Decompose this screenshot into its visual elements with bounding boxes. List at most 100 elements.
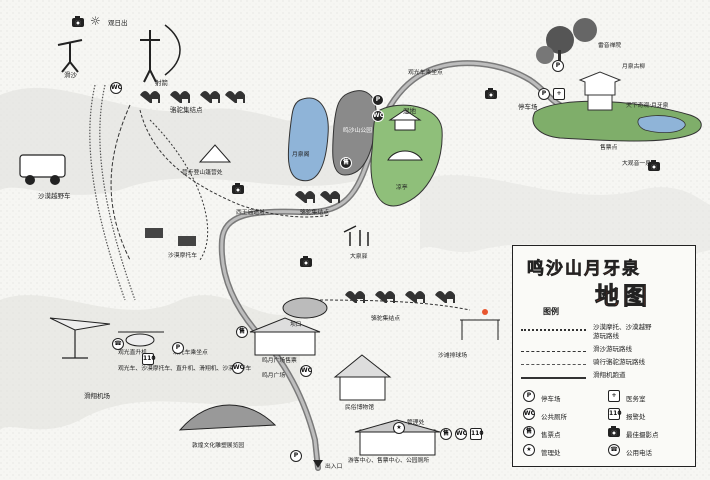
camel-caravan-top (140, 91, 245, 103)
wc-icon[interactable]: WC (455, 428, 467, 440)
pavilion2 (387, 150, 423, 161)
legend-line-glider-label: 滑翔机跑道 (593, 371, 626, 379)
legend-item-label: 公用电话 (626, 449, 652, 457)
label-museum: 民俗博物馆 (345, 405, 374, 411)
label-desert-jeep: 沙漠越野车 (38, 192, 71, 200)
wc-icon[interactable]: WC (300, 365, 312, 377)
camel-caravan-mid (295, 191, 340, 203)
pavilion-base (394, 119, 416, 131)
slider-figure (57, 39, 83, 73)
crescent-spring-water (637, 115, 686, 134)
label-plaza-ticket: 鸣月广场售票 (262, 358, 297, 364)
legend-line-glider-swatch (521, 377, 586, 379)
camera-icon[interactable] (232, 183, 244, 194)
jeep-wheel (50, 175, 60, 185)
label-plaza: 鸣月广场 (262, 373, 286, 379)
culture-sculpture (178, 404, 277, 431)
legend-line-slide-label: 滑沙游玩路线 (593, 345, 632, 353)
label-ancient-tree: 月泉古柳 (622, 64, 646, 70)
star-management-icon[interactable]: ★ (393, 422, 405, 434)
label-big-camel: 大泉驿 (350, 254, 368, 260)
dune-shade (420, 175, 710, 256)
museum-roof (333, 354, 392, 378)
legend-item-label: 公共厕所 (541, 413, 567, 421)
map-legend: 鸣沙山月牙泉 地图 图例 沙漠摩托、沙漠越野 游玩路线 滑沙游玩路线 骑行骆驼游… (512, 245, 696, 467)
police-110-icon[interactable]: 110 (470, 428, 484, 440)
label-ferry: 坝口 (290, 322, 302, 328)
medical-cross-icon[interactable]: + (553, 88, 565, 100)
big-rock (282, 297, 328, 319)
sun-icon: ☼ (90, 14, 101, 28)
parking-icon[interactable]: P (172, 342, 184, 354)
medical-cross-icon: + (608, 390, 620, 402)
label-pond: 月泉阁 (292, 152, 310, 158)
tree (546, 26, 574, 54)
phone-icon[interactable]: ☎ (112, 338, 124, 350)
atv-route (110, 104, 131, 261)
label-services-list: 观光车、沙漠摩托车、直升机、滑翔机、沙漠越野车 (118, 366, 252, 372)
parking-icon[interactable]: P (538, 88, 550, 100)
label-ticket-mid: 售票点 (600, 145, 618, 151)
police-110-icon[interactable]: 110 (142, 353, 156, 365)
tent (198, 144, 232, 163)
pagoda (578, 71, 622, 96)
label-archery: 射箭 (155, 79, 168, 87)
ticket-icon[interactable]: 售 (236, 326, 248, 338)
label-atv: 沙漠摩托车 (168, 253, 197, 259)
legend-line-camel-label: 骑行骆驼游玩路线 (593, 358, 645, 366)
label-camel-station-mid: 骆驼集结点 (300, 210, 329, 216)
wc-icon[interactable]: WC (372, 110, 384, 122)
tree-cluster (343, 225, 369, 246)
ticket-icon[interactable]: 售 (440, 428, 452, 440)
legend-line-slide-swatch (521, 351, 586, 352)
camera-icon[interactable] (485, 88, 497, 99)
legend-line-atv-label2: 游玩路线 (593, 332, 619, 340)
label-camel-station-top: 骆驼集结点 (170, 106, 203, 114)
parking-icon[interactable]: P (552, 60, 564, 72)
label-glider-field: 滑翔机场 (84, 392, 110, 400)
ticket-icon[interactable]: 售 (340, 157, 352, 169)
legend-item-label: 管理处 (541, 449, 561, 457)
plaza-building (254, 329, 316, 356)
camel-route (139, 109, 331, 218)
label-tour-park: 鸣沙山公园 (343, 128, 372, 134)
wc-icon[interactable]: WC (110, 82, 122, 94)
plaza-roof (249, 317, 321, 333)
jeep-body (19, 154, 66, 178)
wc-icon[interactable]: WC (232, 362, 244, 374)
label-parking-pond: 停车场 (518, 103, 538, 111)
label-tour-car-stop-top: 观光车乘坐点 (408, 70, 443, 76)
pagoda-base (587, 94, 613, 111)
atv-vehicle (178, 236, 196, 246)
camera-icon[interactable] (648, 160, 660, 171)
label-camel-station-low: 骆驼集结点 (371, 316, 400, 322)
camel-caravan-low (345, 291, 455, 303)
archer-bow (164, 24, 181, 76)
police-110-icon: 110 (608, 408, 622, 420)
phone-icon: ☎ (608, 444, 620, 456)
legend-item-label: 售票点 (541, 431, 561, 439)
camel-route-low (299, 299, 471, 311)
parking-icon: P (523, 390, 535, 402)
tree (536, 46, 554, 64)
legend-item-label: 停车场 (541, 395, 561, 403)
camera-icon[interactable] (300, 256, 312, 267)
service-center-building (359, 429, 436, 456)
label-wetland: 湿地 (403, 107, 416, 115)
legend-item-label: 最佳摄影点 (626, 431, 659, 439)
legend-line-slide: 滑沙游玩路线 (521, 345, 691, 357)
camera-icon (608, 426, 620, 437)
label-tour-car-stop-low: 观光车乘坐点 (173, 350, 208, 356)
legend-line-atv: 沙漠摩托、沙漠越野 游玩路线 (521, 323, 691, 340)
legend-line-atv-label: 沙漠摩托、沙漠越野 (593, 323, 652, 331)
parking-icon[interactable]: P (372, 94, 384, 106)
label-service-center: 游客中心、售票中心、公园厕所 (348, 458, 430, 464)
map-title: 鸣沙山月牙泉 (527, 259, 641, 280)
label-crescent-spring: 天下奇观·月牙泉 (626, 103, 669, 109)
parking-icon[interactable]: P (290, 450, 302, 462)
label-leiyin: 雷音禅院 (598, 43, 622, 49)
camera-icon[interactable] (72, 16, 84, 27)
label-glider-station: 观光直升机 (118, 350, 147, 356)
volleyball-net (460, 319, 500, 340)
legend-item-label: 医务室 (626, 395, 646, 403)
